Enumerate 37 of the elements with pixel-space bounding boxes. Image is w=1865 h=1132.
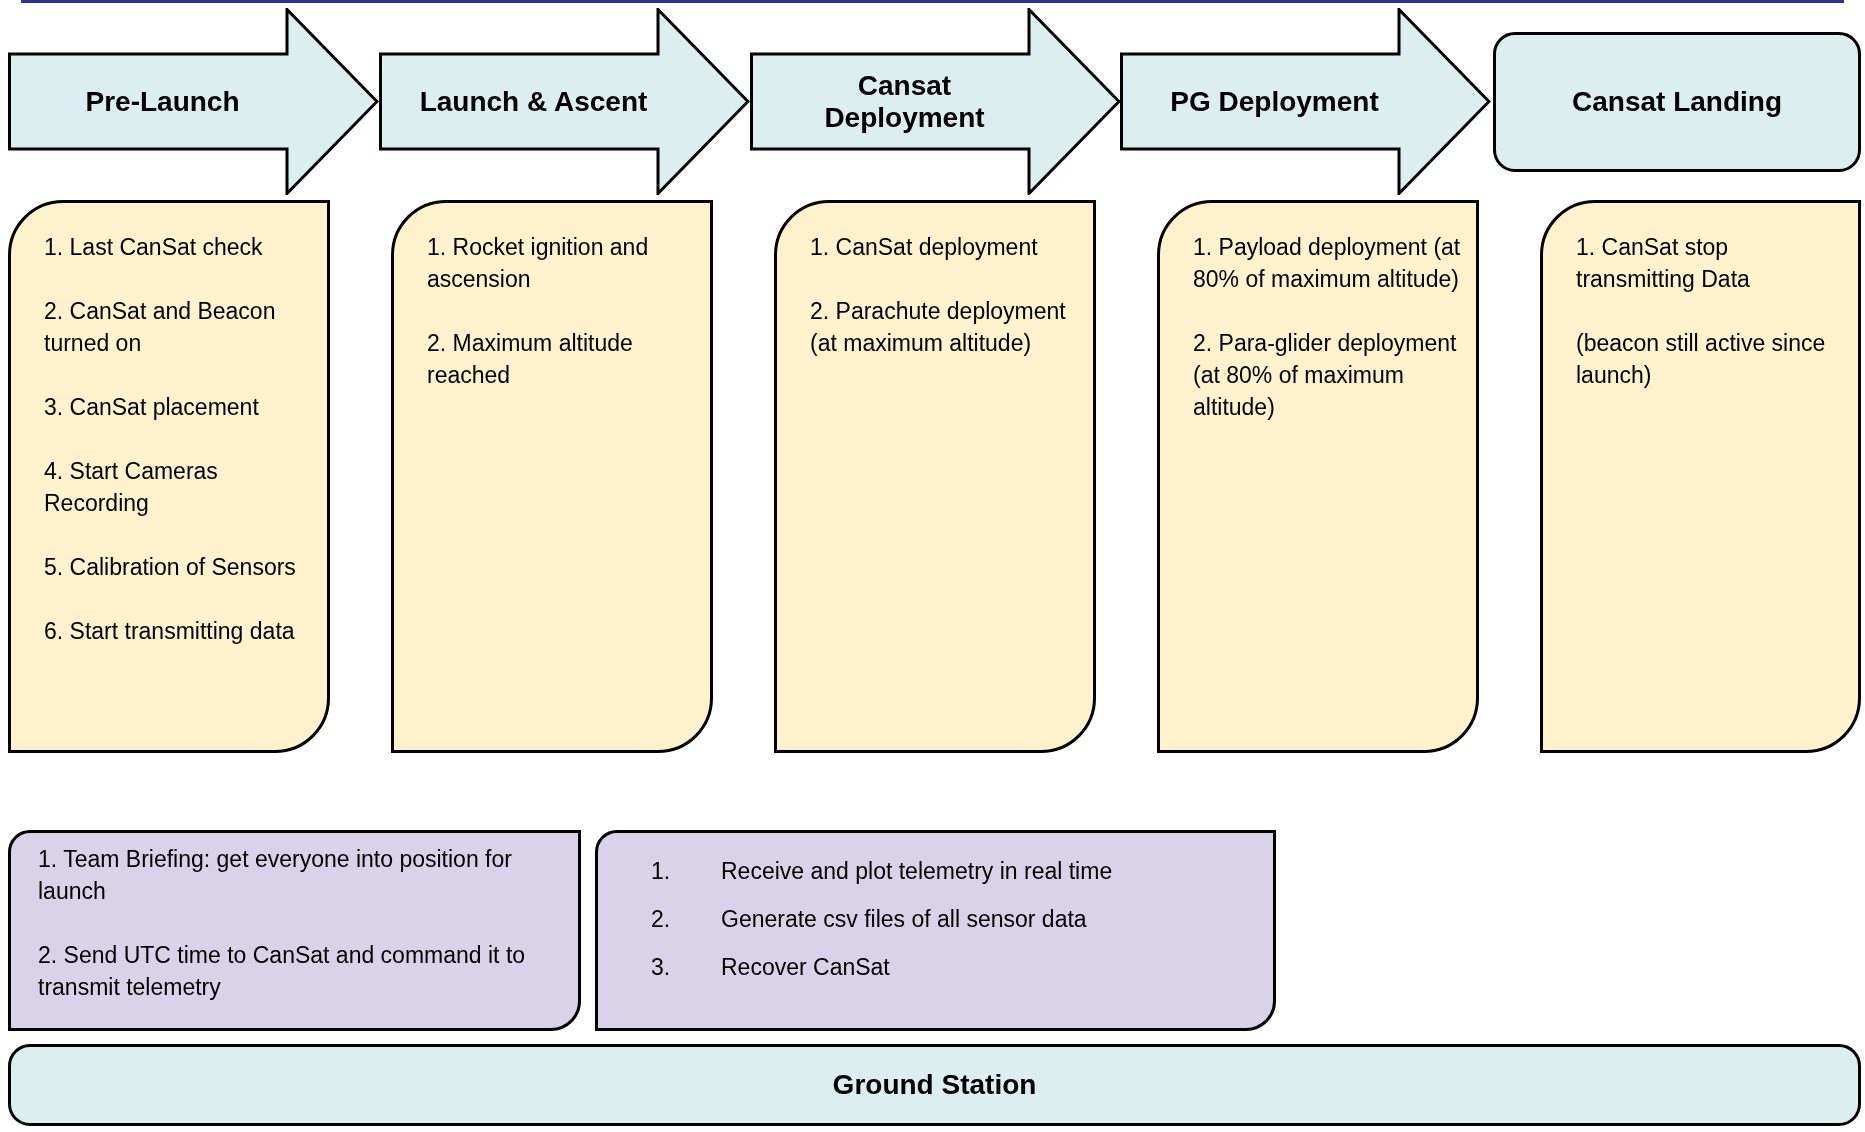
phase-title: PG Deployment (1170, 85, 1379, 118)
task-text: Receive and plot telemetry in real time (721, 857, 1113, 886)
list-number: 2. (651, 905, 672, 934)
task-text: 2. Send UTC time to CanSat and command it to transmit telemetry (38, 941, 527, 1002)
step-card (1540, 200, 1861, 753)
task-text: 1. Team Briefing: get everyone into position for launch (38, 845, 513, 906)
task-text: Generate csv files of all sensor data (721, 905, 1087, 934)
phase-title: Launch & Ascent (419, 85, 648, 118)
list-number: 3. (651, 953, 672, 982)
step-text: (beacon still active since launch) (1576, 329, 1827, 390)
step-text: 1. Rocket ignition and ascension (427, 233, 650, 294)
step-text: 2. Para-glider deployment (at 80% of maximum altitude) (1193, 329, 1458, 422)
step-text: 1. CanSat deployment (810, 233, 1039, 262)
step-text: 2. Parachute deployment (at maximum altitude) (810, 297, 1067, 358)
phase-title: Cansat Deployment (823, 69, 986, 134)
phase-box (1493, 32, 1861, 172)
task-card (595, 830, 1276, 1031)
step-text: 2. Maximum altitude reached (427, 329, 634, 390)
step-text: 1. Payload deployment (at 80% of maximum altitude) (1193, 233, 1462, 294)
task-card (8, 830, 581, 1031)
phase-title: Cansat Landing (1572, 85, 1782, 119)
step-card (391, 200, 713, 753)
step-text: 6. Start transmitting data (44, 617, 296, 646)
step-text: 2. CanSat and Beacon turned on (44, 297, 277, 358)
phase-title: Pre-Launch (85, 85, 240, 118)
step-text: 5. Calibration of Sensors (44, 553, 297, 582)
step-card (774, 200, 1096, 753)
task-text: Recover CanSat (721, 953, 890, 982)
step-text: 4. Start Cameras Recording (44, 457, 219, 518)
step-card (8, 200, 330, 753)
step-card (1157, 200, 1479, 753)
list-number: 1. (651, 857, 672, 886)
step-text: 3. CanSat placement (44, 393, 260, 422)
phase-title: Ground Station (832, 1068, 1037, 1102)
step-text: 1. Last CanSat check (44, 233, 264, 262)
step-text: 1. CanSat stop transmitting Data (1576, 233, 1751, 294)
ground-station-bar (8, 1044, 1861, 1126)
